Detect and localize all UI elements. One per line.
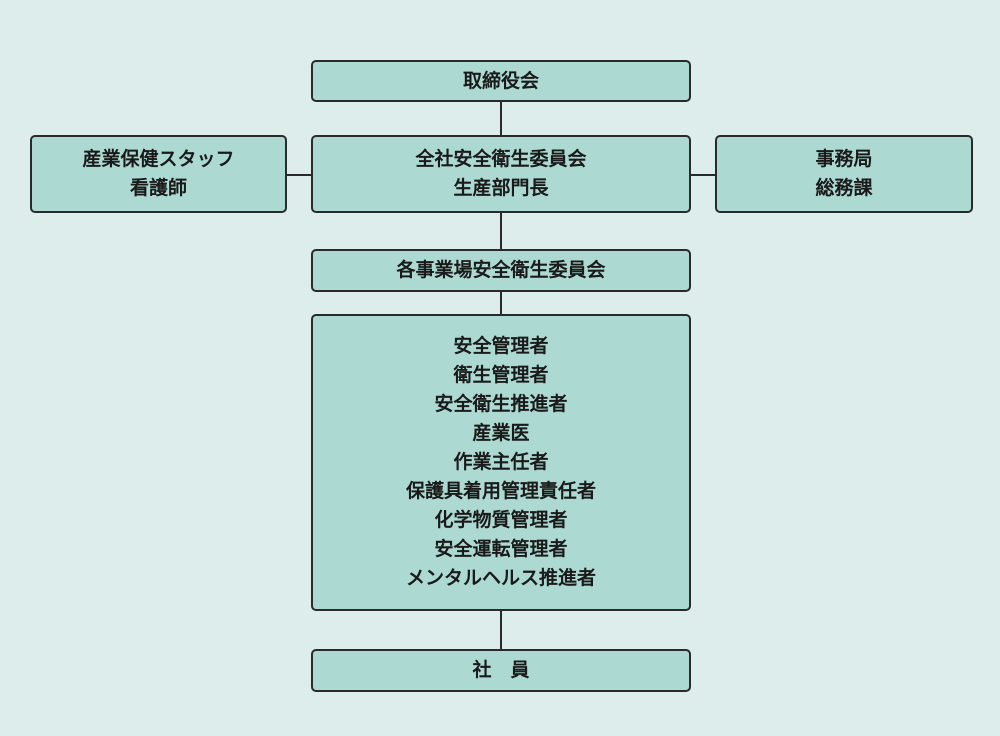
connector-site-roles [500, 290, 502, 316]
role-item: 安全管理者 [453, 335, 549, 357]
role-item: 産業医 [472, 422, 530, 444]
role-item: メンタルヘルス推進者 [405, 567, 596, 589]
site-committee-box: 各事業場安全衛生委員会 [311, 249, 691, 292]
employees-label: 社 員 [472, 659, 530, 681]
staff-line2: 看護師 [129, 177, 187, 199]
connector-board-committee [500, 100, 502, 137]
board-box: 取締役会 [311, 60, 691, 102]
committee-line1: 全社安全衛生委員会 [415, 148, 587, 170]
connector-committee-secretariat [689, 174, 717, 176]
board-label: 取締役会 [462, 69, 539, 92]
role-item: 衛生管理者 [453, 364, 549, 386]
secretariat-line2: 総務課 [815, 177, 873, 199]
employees-box: 社 員 [311, 649, 691, 692]
site-committee-label: 各事業場安全衛生委員会 [396, 259, 606, 281]
staff-line1: 産業保健スタッフ [82, 148, 235, 170]
role-item: 安全衛生推進者 [434, 393, 568, 415]
connector-committee-site [500, 211, 502, 251]
connector-staff-committee [285, 174, 312, 176]
connector-roles-employees [500, 609, 502, 651]
secretariat-line1: 事務局 [815, 148, 873, 170]
role-item: 作業主任者 [453, 451, 549, 473]
roles-box: 安全管理者 衛生管理者 安全衛生推進者 産業医 作業主任者 保護具着用管理責任者… [311, 314, 691, 611]
staff-box: 産業保健スタッフ 看護師 [30, 135, 287, 213]
committee-line2: 生産部門長 [453, 177, 549, 199]
role-item: 保護具着用管理責任者 [405, 480, 596, 502]
role-item: 安全運転管理者 [434, 538, 568, 560]
committee-box: 全社安全衛生委員会 生産部門長 [311, 135, 691, 213]
role-item: 化学物質管理者 [434, 509, 568, 531]
secretariat-box: 事務局 総務課 [715, 135, 973, 213]
